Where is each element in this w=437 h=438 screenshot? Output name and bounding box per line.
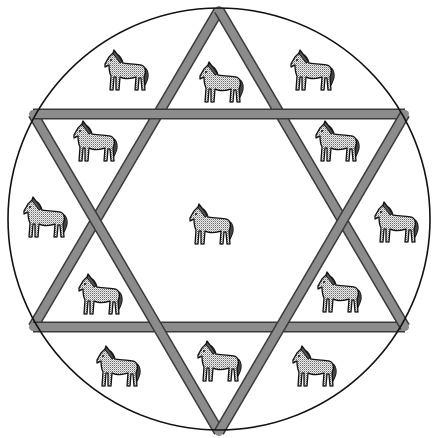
- horse-icon: [24, 197, 67, 237]
- horse-icon: [97, 346, 140, 386]
- horse-icon: [375, 202, 418, 242]
- horse-icon: [318, 272, 361, 312]
- up-triangle-corner: [215, 6, 223, 14]
- horse-icon: [74, 121, 117, 161]
- horse-icon: [79, 274, 122, 314]
- horse-icon: [105, 50, 148, 90]
- horse-icon: [316, 121, 359, 161]
- horse-icon: [190, 204, 233, 244]
- horse-icon: [291, 50, 334, 90]
- horse-icon: [200, 62, 243, 102]
- horse-icon: [198, 341, 241, 381]
- horse-icon: [293, 346, 336, 386]
- horse-icons: [24, 50, 418, 386]
